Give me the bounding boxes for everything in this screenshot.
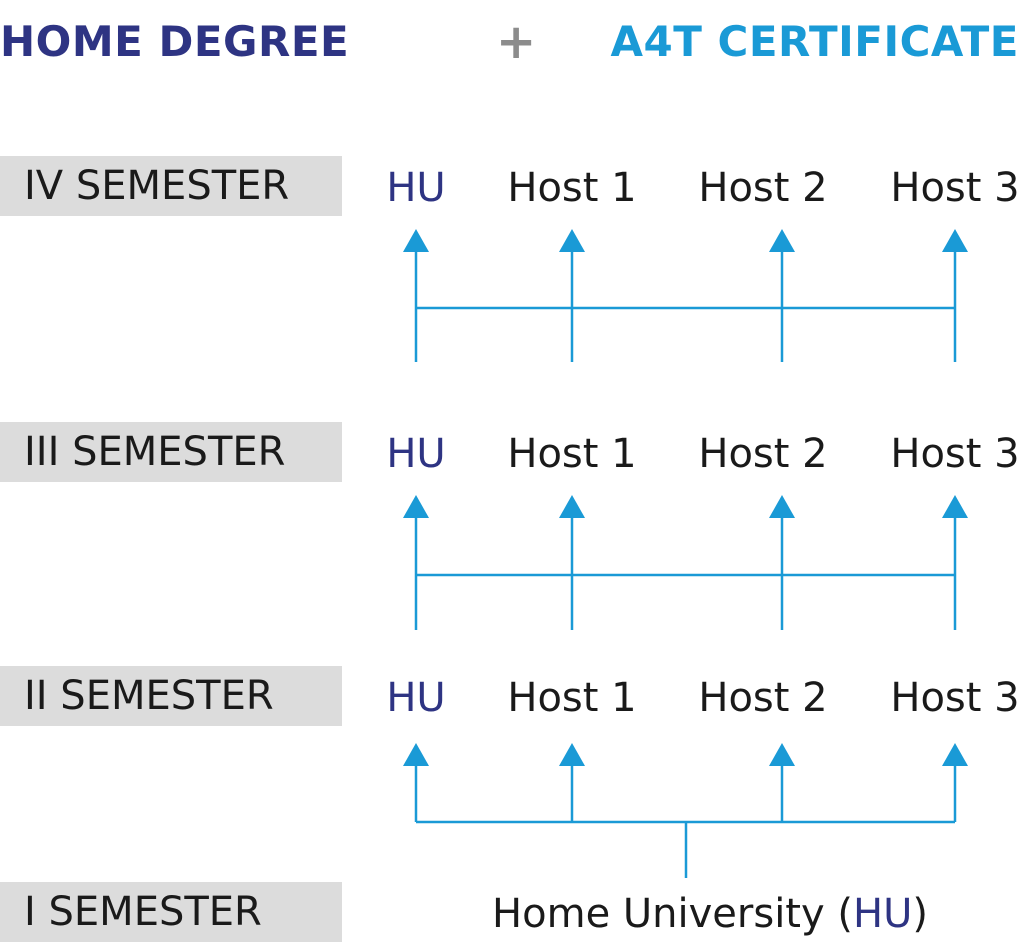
sem-ii-dest-hu: HU <box>386 675 446 721</box>
sem-ii-arrow-host-3 <box>942 743 968 766</box>
home-university-prefix: Home University ( <box>492 891 853 937</box>
sem-iv-arrow-host-3 <box>942 229 968 252</box>
sem-ii-dest-host-3: Host 3 <box>890 675 1020 721</box>
home-university-label: Home University (HU) <box>492 884 928 944</box>
sem-iv-dest-host-2: Host 2 <box>698 165 828 211</box>
sem-ii-arrow-hu <box>403 743 429 766</box>
sem-iv-dest-host-1: Host 1 <box>507 165 637 211</box>
sem-ii-dest-host-1: Host 1 <box>507 675 637 721</box>
semester-ii-label: II SEMESTER <box>24 673 274 719</box>
sem-ii-arrow-host-2 <box>769 743 795 766</box>
home-degree-heading: HOME DEGREE <box>0 17 350 66</box>
sem-iii-arrow-host-2 <box>769 495 795 518</box>
sem-iii-arrow-host-3 <box>942 495 968 518</box>
semester-i-label: I SEMESTER <box>24 889 262 935</box>
semester-ii-box: II SEMESTER <box>0 666 342 726</box>
sem-iii-dest-host-1: Host 1 <box>507 431 637 477</box>
sem-iii-dest-host-3: Host 3 <box>890 431 1020 477</box>
sem-ii-dest-host-2: Host 2 <box>698 675 828 721</box>
sem-iv-arrow-host-1 <box>559 229 585 252</box>
sem-iv-dest-hu: HU <box>386 165 446 211</box>
semester-i-box: I SEMESTER <box>0 882 342 942</box>
a4t-certificate-heading: A4T CERTIFICATE <box>610 17 1019 66</box>
home-university-abbr: HU <box>852 891 913 937</box>
sem-iii-dest-host-2: Host 2 <box>698 431 828 477</box>
sem-iv-dest-host-3: Host 3 <box>890 165 1020 211</box>
semester-iv-box: IV SEMESTER <box>0 156 342 216</box>
sem-ii-arrow-host-1 <box>559 743 585 766</box>
sem-iii-dest-hu: HU <box>386 431 446 477</box>
sem-iii-arrow-hu <box>403 495 429 518</box>
semester-iii-label: III SEMESTER <box>24 429 286 475</box>
sem-iv-arrow-hu <box>403 229 429 252</box>
plus-sign: + <box>496 14 537 70</box>
home-university-suffix: ) <box>912 891 928 937</box>
sem-iii-arrow-host-1 <box>559 495 585 518</box>
semester-iii-box: III SEMESTER <box>0 422 342 482</box>
semester-iv-label: IV SEMESTER <box>24 163 290 209</box>
sem-iv-arrow-host-2 <box>769 229 795 252</box>
